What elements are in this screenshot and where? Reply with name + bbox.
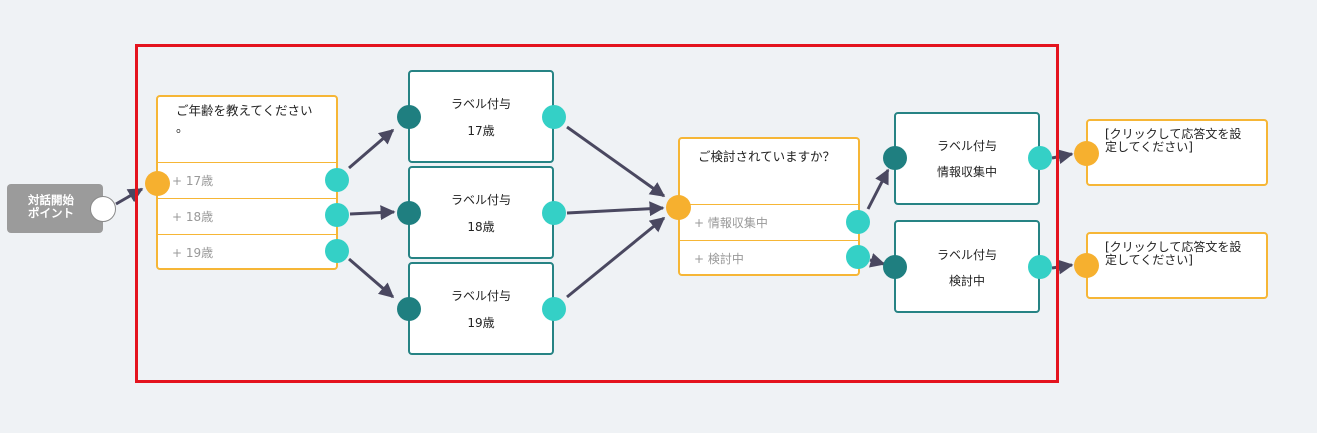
label-18-input-connector[interactable] — [397, 201, 421, 225]
response-text-line1: [クリックして応答文を設 — [1105, 240, 1242, 254]
question-title: ご検討されていますか？ — [698, 149, 836, 164]
option-considering[interactable]: + 検討中 — [680, 240, 858, 276]
label-17-input-connector[interactable] — [397, 105, 421, 129]
option-label: + 18歳 — [172, 210, 214, 224]
label-considering-output-connector[interactable] — [1028, 255, 1052, 279]
option-18[interactable]: + 18歳 — [158, 198, 336, 234]
label-18-output-connector[interactable] — [542, 201, 566, 225]
option-label: + 19歳 — [172, 246, 214, 260]
label-19-output-connector[interactable] — [542, 297, 566, 321]
label-considering-input-connector[interactable] — [883, 255, 907, 279]
question-age-input-connector[interactable] — [145, 171, 170, 196]
option-19-output-connector[interactable] — [325, 239, 349, 263]
label-value: 検討中 — [948, 274, 985, 288]
start-node[interactable]: 対話開始 ポイント — [7, 184, 103, 233]
option-label: + 17歳 — [172, 174, 214, 188]
label-value: 19歳 — [467, 316, 495, 330]
label-value: 18歳 — [467, 220, 495, 234]
question-title-line1: ご年齢を教えてください — [176, 103, 313, 118]
response-text-line2: 定してください] — [1105, 140, 1193, 154]
label-value: 情報収集中 — [936, 165, 997, 179]
start-label-line2: ポイント — [28, 206, 74, 220]
label-node-17[interactable]: ラベル付与 17歳 — [408, 70, 554, 163]
highlight-frame — [135, 44, 1059, 383]
start-label-line1: 対話開始 — [28, 193, 74, 207]
label-node-considering[interactable]: ラベル付与 検討中 — [894, 220, 1040, 313]
option-considering-output-connector[interactable] — [846, 245, 870, 269]
response-1-input-connector[interactable] — [1074, 141, 1099, 166]
label-title: ラベル付与 — [450, 97, 511, 111]
option-label: + 検討中 — [694, 252, 744, 266]
question-title: ご年齢を教えてください 。 — [158, 97, 336, 136]
label-info-output-connector[interactable] — [1028, 146, 1052, 170]
option-18-output-connector[interactable] — [325, 203, 349, 227]
response-node-2[interactable]: [クリックして応答文を設 定してください] — [1086, 232, 1268, 299]
label-title: ラベル付与 — [936, 139, 997, 153]
option-label: + 情報収集中 — [694, 216, 768, 230]
label-title: ラベル付与 — [450, 289, 511, 303]
question-title-line2: 。 — [176, 120, 189, 135]
label-title: ラベル付与 — [450, 193, 511, 207]
question-node-age[interactable]: ご年齢を教えてください 。 + 17歳 + 18歳 + 19歳 — [156, 95, 338, 270]
response-2-input-connector[interactable] — [1074, 253, 1099, 278]
response-text-line2: 定してください] — [1105, 253, 1193, 267]
label-17-output-connector[interactable] — [542, 105, 566, 129]
label-node-19[interactable]: ラベル付与 19歳 — [408, 262, 554, 355]
label-node-18[interactable]: ラベル付与 18歳 — [408, 166, 554, 259]
option-info-gathering-output-connector[interactable] — [846, 210, 870, 234]
start-output-connector[interactable] — [90, 196, 116, 222]
label-title: ラベル付与 — [936, 248, 997, 262]
option-19[interactable]: + 19歳 — [158, 234, 336, 270]
question-consideration-input-connector[interactable] — [666, 195, 691, 220]
label-value: 17歳 — [467, 124, 495, 138]
label-node-info-gathering[interactable]: ラベル付与 情報収集中 — [894, 112, 1040, 205]
response-text-line1: [クリックして応答文を設 — [1105, 127, 1242, 141]
label-19-input-connector[interactable] — [397, 297, 421, 321]
question-node-consideration[interactable]: ご検討されていますか？ + 情報収集中 + 検討中 — [678, 137, 860, 276]
response-node-1[interactable]: [クリックして応答文を設 定してください] — [1086, 119, 1268, 186]
label-info-input-connector[interactable] — [883, 146, 907, 170]
option-info-gathering[interactable]: + 情報収集中 — [680, 204, 858, 240]
option-17-output-connector[interactable] — [325, 168, 349, 192]
option-17[interactable]: + 17歳 — [158, 162, 336, 198]
